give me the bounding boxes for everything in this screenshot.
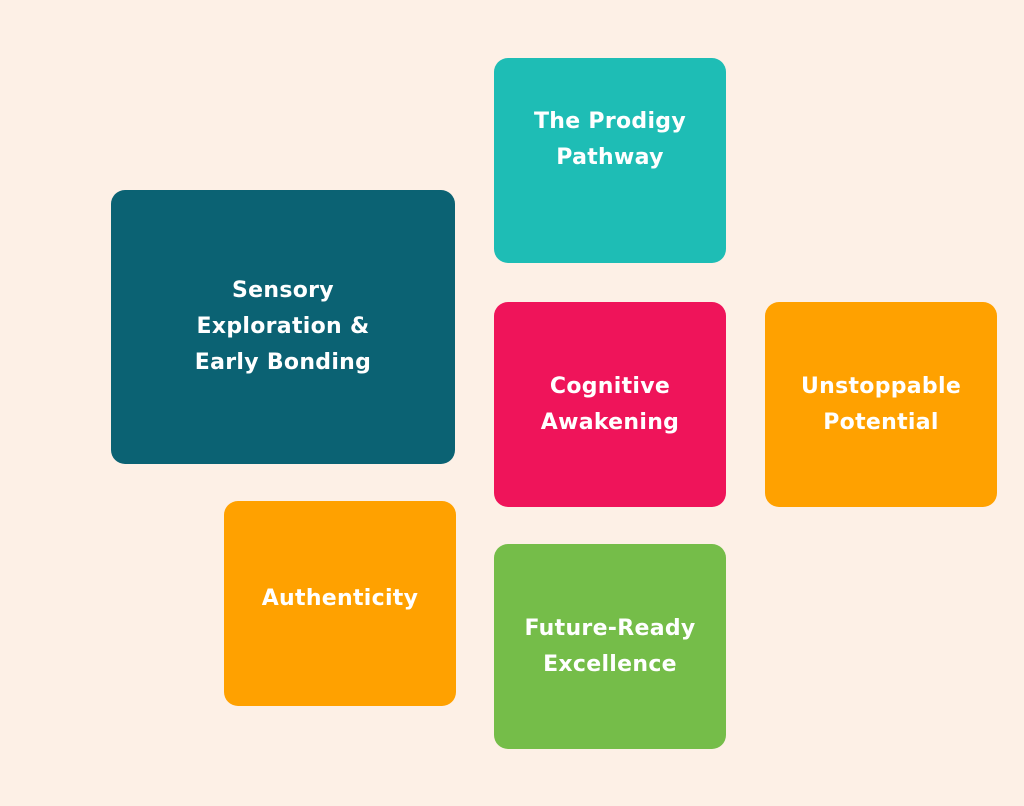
tile-label-line: Future-Ready: [524, 615, 696, 641]
tile-label: Sensory Exploration & Early Bonding: [195, 273, 371, 381]
tile-label-line: Unstoppable: [800, 373, 962, 399]
tile-label: Cognitive Awakening: [541, 369, 679, 441]
tile-prodigy-pathway: The Prodigy Pathway: [494, 58, 726, 263]
tile-sensory-exploration: Sensory Exploration & Early Bonding: [111, 190, 455, 464]
tile-unstoppable-potential: Unstoppable Potential: [765, 302, 997, 507]
tile-label-line: Cognitive: [549, 373, 671, 399]
tile-label-line: Authenticity: [261, 586, 419, 611]
tile-label-line: Excellence: [543, 651, 677, 677]
tile-label-line: Pathway: [556, 145, 664, 170]
tile-label-line: Early Bonding: [194, 350, 372, 375]
tile-label-line: Exploration &: [196, 314, 370, 339]
tile-label-line: Potential: [823, 409, 939, 435]
tile-label: Authenticity: [262, 581, 419, 617]
tile-label-line: Awakening: [540, 409, 680, 435]
tile-cognitive-awakening: Cognitive Awakening: [494, 302, 726, 507]
tile-future-ready-excellence: Future-Ready Excellence: [494, 544, 726, 749]
tile-label-line: The Prodigy: [533, 109, 686, 134]
tile-label: The Prodigy Pathway: [534, 104, 686, 176]
tile-label: Unstoppable Potential: [801, 369, 961, 441]
tile-label-line: Sensory: [232, 278, 334, 303]
tile-authenticity: Authenticity: [224, 501, 456, 706]
tile-label: Future-Ready Excellence: [524, 611, 695, 683]
